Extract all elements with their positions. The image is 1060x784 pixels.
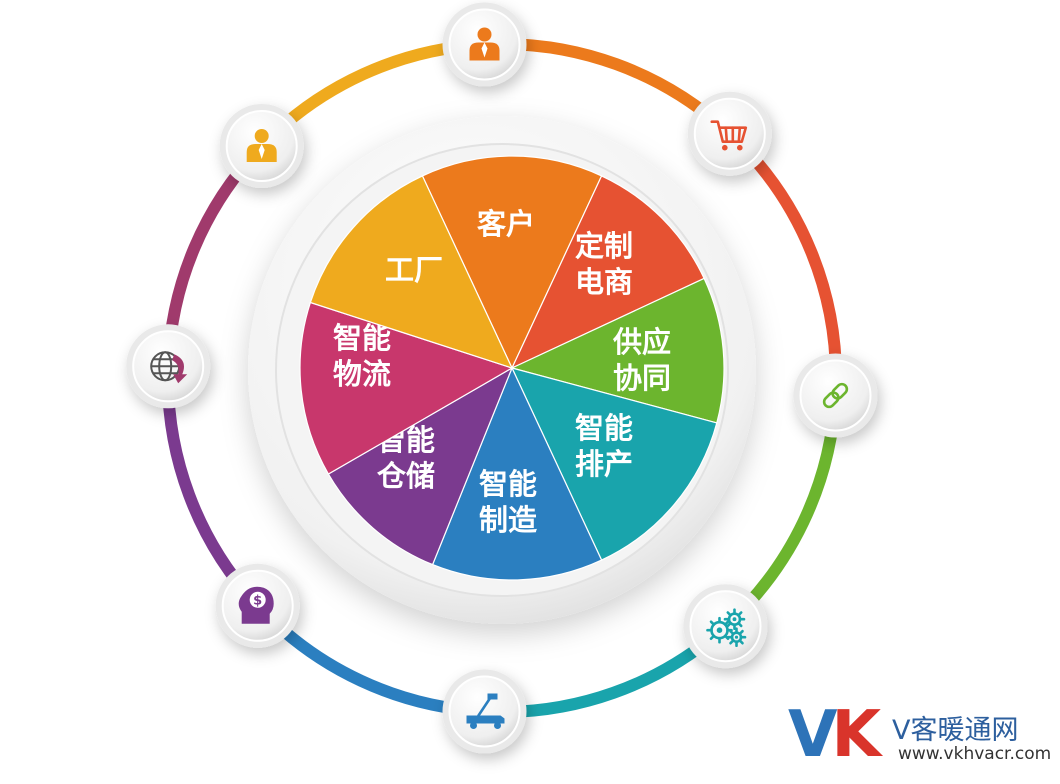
wheel-segment-label: 智能	[575, 411, 633, 445]
wheel-segment-label: 协同	[613, 361, 671, 395]
wheel-segment-3	[510, 277, 725, 424]
wheel-segment-4	[510, 367, 718, 561]
svg-text:$: $	[253, 593, 262, 608]
watermark-logo: VK	[788, 696, 882, 774]
watermark: VK V客暖通网 www.vkhvacr.com	[788, 698, 1052, 774]
watermark-url: www.vkhvacr.com	[898, 744, 1052, 764]
wheel-segment-label: 工厂	[385, 253, 443, 287]
ring-node-1	[442, 2, 527, 87]
ring-node-5	[442, 669, 527, 754]
wheel-segment-1	[421, 155, 603, 370]
wheel-segment-label: 仓储	[376, 459, 435, 493]
ring-node-2	[687, 91, 772, 176]
wheel-segment-6	[327, 366, 514, 566]
wheel-segment-label: 物流	[333, 357, 391, 391]
ring-node-4	[683, 584, 768, 669]
globe-arrow-icon	[150, 351, 188, 384]
wheel-segment-label: 电商	[575, 265, 633, 299]
wheel-segment-8	[309, 175, 514, 369]
outer-ring-nodes: $	[126, 2, 878, 754]
shopping-cart-icon	[710, 120, 748, 151]
link-icon	[822, 382, 849, 409]
watermark-logo-v: V	[788, 698, 837, 772]
wheel-segment-label: 排产	[575, 447, 633, 481]
wheel-segment-label: 制造	[479, 503, 537, 537]
wheel-segment-5	[431, 366, 603, 581]
wheel-segment-label: 定制	[575, 229, 633, 263]
money-head-icon: $	[238, 586, 274, 624]
wheel-segment-label: 供应	[612, 325, 671, 359]
wheel-segment-label: 智能	[479, 467, 537, 501]
customer-person-icon	[469, 27, 500, 61]
ring-node-7	[126, 324, 211, 409]
wheel-segment-2	[510, 175, 705, 370]
worker-person-icon	[246, 129, 277, 162]
wheel-segment-label: 智能	[333, 321, 391, 355]
watermark-logo-k: K	[831, 698, 882, 772]
wheel-segment-label: 客户	[477, 207, 535, 241]
ring-node-6: $	[215, 563, 300, 648]
ring-node-8	[219, 104, 304, 188]
gears-icon	[706, 608, 747, 648]
crane-truck-icon	[466, 693, 505, 729]
watermark-site-name: V客暖通网	[892, 715, 1019, 746]
ring-node-3	[793, 353, 878, 438]
wheel-segment-7	[299, 301, 514, 475]
